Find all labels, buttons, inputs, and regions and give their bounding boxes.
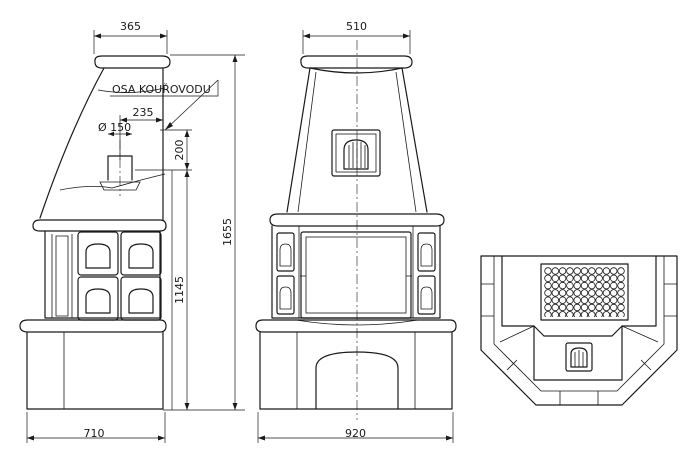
grille-hole bbox=[602, 267, 611, 275]
grille-hole bbox=[558, 289, 567, 297]
grille-hole bbox=[588, 274, 596, 282]
grille-hole bbox=[588, 267, 596, 275]
grille-hole bbox=[551, 274, 559, 282]
grille-hole bbox=[588, 296, 596, 304]
grille-hole bbox=[602, 296, 611, 304]
grille-hole bbox=[573, 281, 581, 290]
label-flue-axis: OSA KOUŘOVODU bbox=[112, 83, 211, 96]
grille-hole bbox=[551, 267, 559, 275]
grille-hole bbox=[595, 303, 603, 312]
grille-hole bbox=[573, 274, 581, 282]
grille-hole bbox=[544, 281, 552, 290]
plan-view bbox=[480, 255, 678, 406]
dim-side-body-height: 1145 bbox=[173, 276, 186, 304]
dim-side-top-width: 365 bbox=[120, 20, 141, 33]
grille-hole bbox=[595, 289, 603, 297]
grille-hole bbox=[544, 267, 552, 275]
dim-side-total-height: 1655 bbox=[221, 218, 234, 246]
grille-hole bbox=[551, 303, 559, 312]
grille-hole bbox=[573, 289, 581, 297]
dim-side-flue-height: 200 bbox=[173, 140, 186, 161]
grille-hole bbox=[558, 281, 567, 290]
grille-hole bbox=[551, 296, 559, 304]
grille-hole bbox=[610, 267, 618, 275]
dim-front-top-width: 510 bbox=[346, 20, 367, 33]
grille-hole bbox=[580, 267, 589, 275]
front-view bbox=[255, 55, 457, 410]
grille-hole bbox=[610, 311, 618, 317]
grille-hole bbox=[566, 311, 574, 317]
grille-hole bbox=[595, 311, 603, 317]
grille-hole bbox=[602, 281, 611, 290]
grille-hole bbox=[544, 274, 552, 282]
grille-hole bbox=[595, 296, 603, 304]
grille-hole bbox=[602, 311, 611, 317]
grille-hole bbox=[610, 296, 618, 304]
grille-hole bbox=[595, 267, 603, 275]
grille-hole bbox=[588, 311, 596, 317]
grille-hole bbox=[566, 281, 574, 290]
grille-hole bbox=[551, 311, 559, 317]
plan-grille bbox=[544, 267, 625, 317]
grille-hole bbox=[602, 289, 611, 297]
grille-hole bbox=[566, 274, 574, 282]
grille-hole bbox=[566, 296, 574, 304]
grille-hole bbox=[580, 296, 589, 304]
grille-hole bbox=[610, 281, 618, 290]
grille-hole bbox=[558, 296, 567, 304]
grille-hole bbox=[617, 274, 625, 282]
grille-hole bbox=[544, 303, 552, 312]
grille-hole bbox=[573, 296, 581, 304]
grille-hole bbox=[558, 311, 567, 317]
grille-hole bbox=[588, 289, 596, 297]
grille-hole bbox=[595, 274, 603, 282]
grille-hole bbox=[544, 296, 552, 304]
grille-hole bbox=[558, 274, 567, 282]
grille-hole bbox=[573, 303, 581, 312]
dim-front-base-width: 920 bbox=[345, 427, 366, 440]
grille-hole bbox=[566, 267, 574, 275]
grille-hole bbox=[573, 311, 581, 317]
grille-hole bbox=[544, 289, 552, 297]
grille-hole bbox=[602, 303, 611, 312]
grille-hole bbox=[588, 303, 596, 312]
grille-hole bbox=[617, 303, 625, 312]
grille-hole bbox=[566, 303, 574, 312]
grille-hole bbox=[551, 281, 559, 290]
grille-hole bbox=[617, 311, 625, 317]
grille-hole bbox=[580, 289, 589, 297]
dim-side-flue-offset: 235 bbox=[133, 106, 154, 119]
grille-hole bbox=[580, 311, 589, 317]
grille-hole bbox=[566, 289, 574, 297]
side-view bbox=[19, 55, 171, 410]
grille-hole bbox=[573, 267, 581, 275]
grille-hole bbox=[610, 289, 618, 297]
dim-side-flue-diameter: Ø 150 bbox=[98, 121, 131, 134]
grille-hole bbox=[551, 289, 559, 297]
front-view-dimensions: 510 920 bbox=[257, 20, 454, 443]
grille-hole bbox=[580, 303, 589, 312]
grille-hole bbox=[617, 289, 625, 297]
grille-hole bbox=[558, 267, 567, 275]
grille-hole bbox=[588, 281, 596, 290]
grille-hole bbox=[610, 274, 618, 282]
grille-hole bbox=[544, 311, 552, 317]
grille-hole bbox=[610, 303, 618, 312]
grille-hole bbox=[580, 274, 589, 282]
grille-hole bbox=[617, 281, 625, 290]
grille-hole bbox=[580, 281, 589, 290]
grille-hole bbox=[558, 303, 567, 312]
grille-hole bbox=[595, 281, 603, 290]
grille-hole bbox=[602, 274, 611, 282]
grille-hole bbox=[617, 267, 625, 275]
grille-hole bbox=[617, 296, 625, 304]
side-view-dimensions: 365 OSA KOUŘOVODU 235 Ø 150 200 1145 16 bbox=[26, 20, 245, 443]
dim-side-base-width: 710 bbox=[84, 427, 105, 440]
